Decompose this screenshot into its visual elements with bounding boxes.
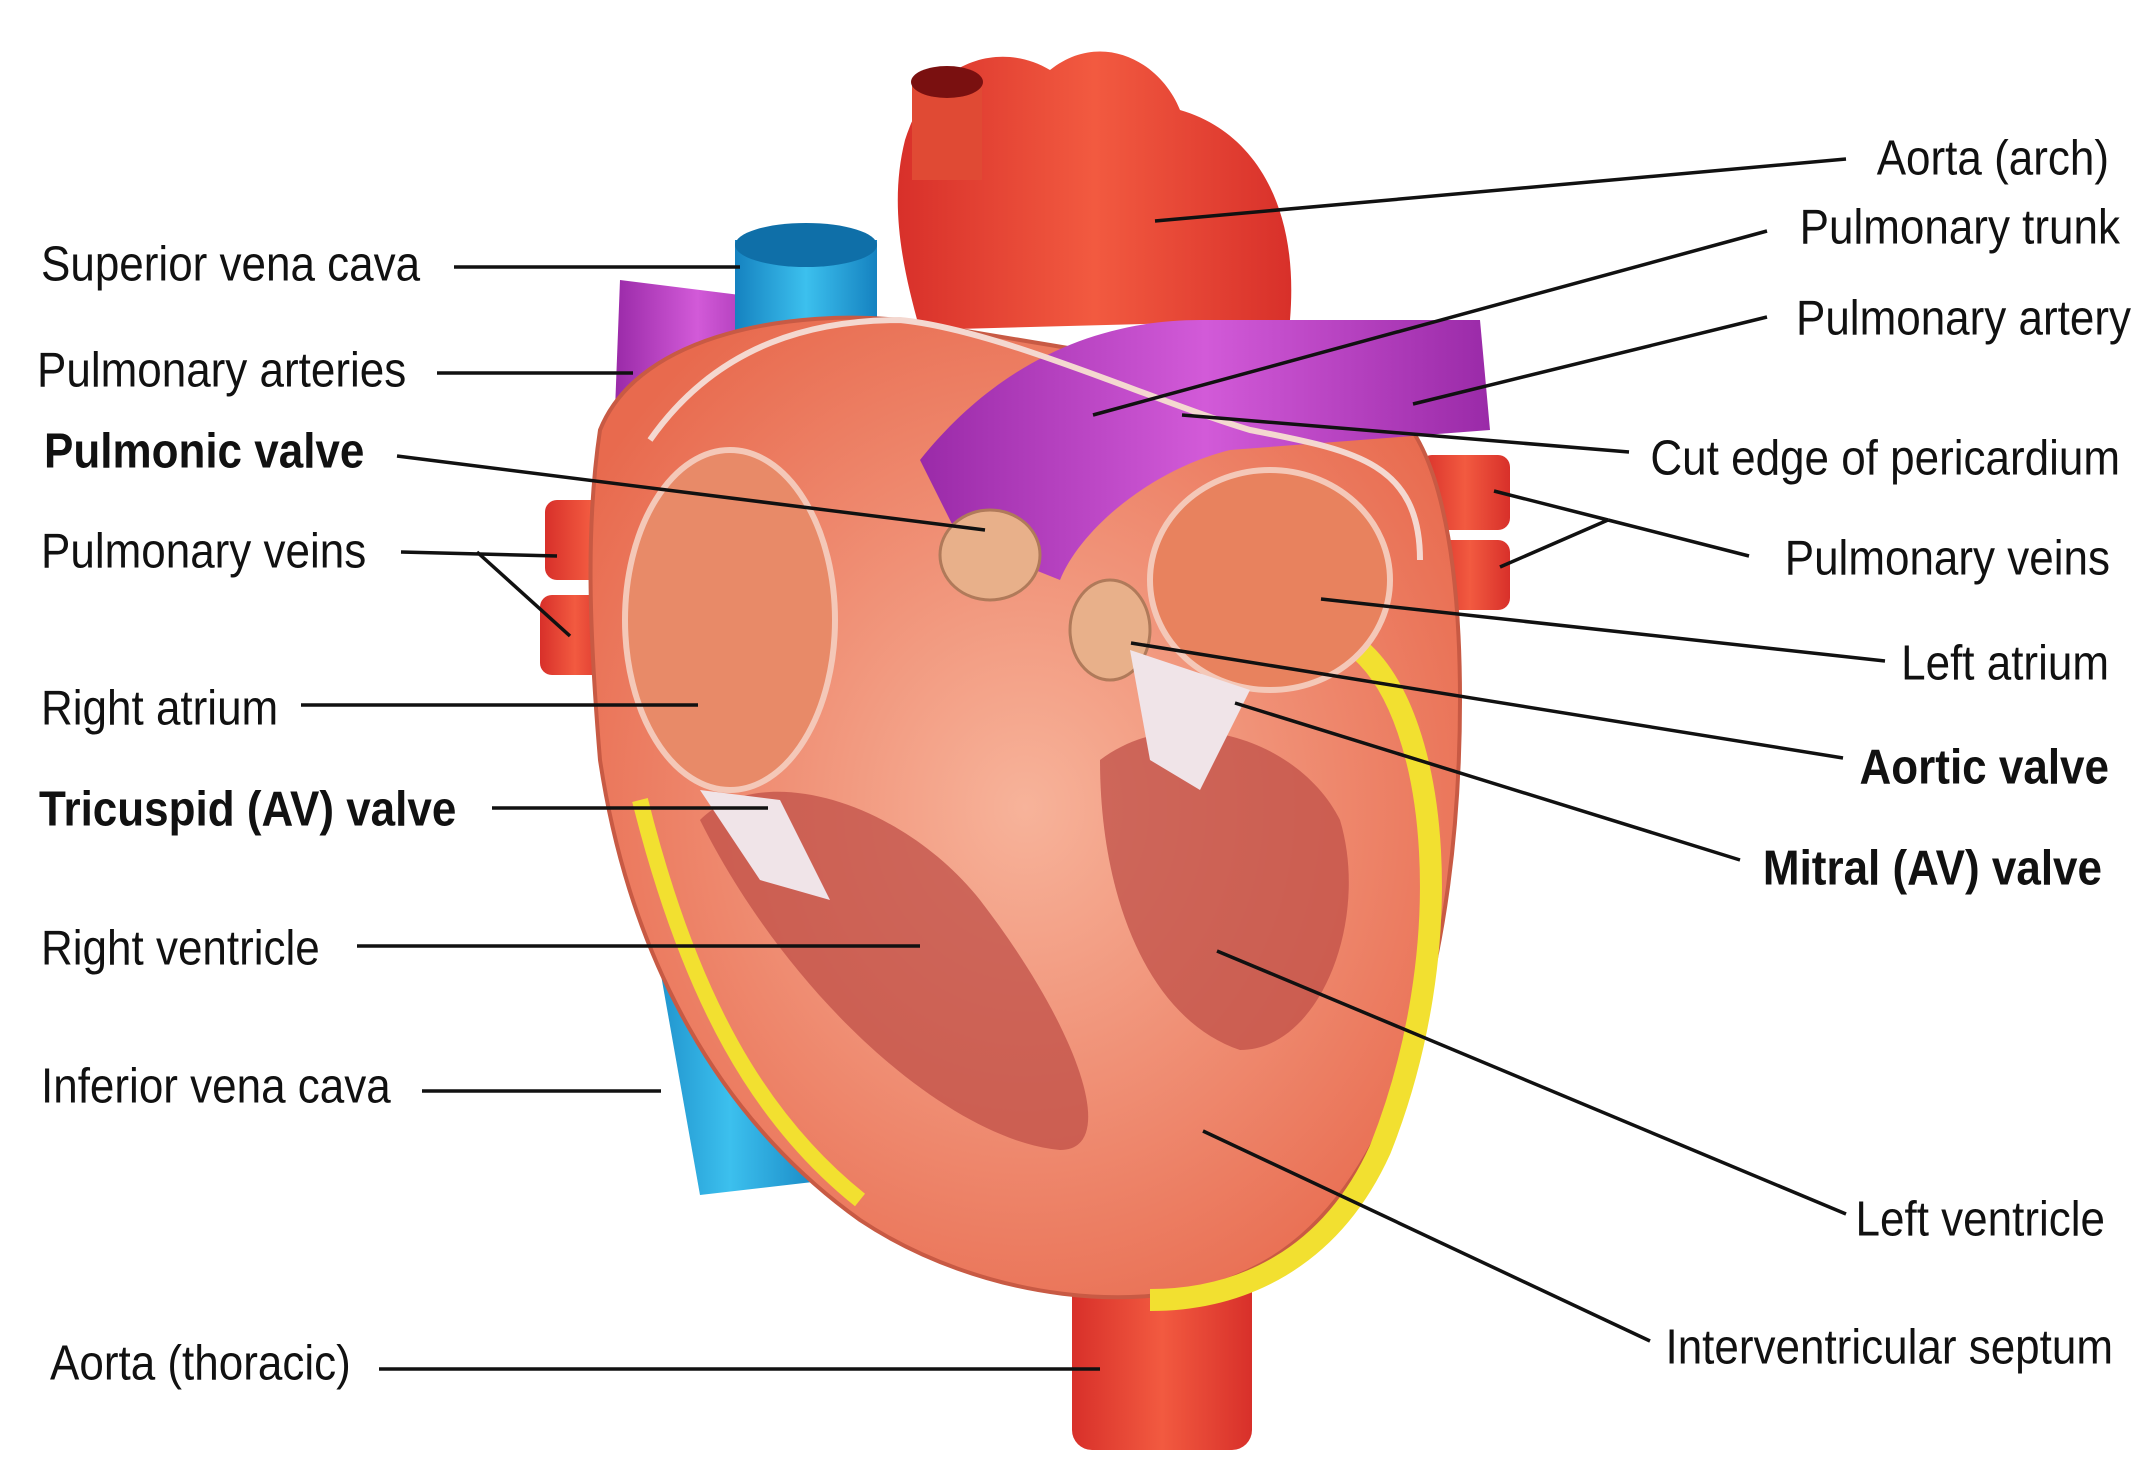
aortic-valve	[1068, 578, 1152, 682]
pericardium-edge	[647, 316, 1423, 561]
label-pulmonary-artery: Pulmonary artery	[1795, 291, 2131, 346]
label-superior-vena-cava: Superior vena cava	[41, 237, 421, 292]
leader-lines	[301, 157, 1886, 1371]
label-mitral-valve: Mitral (AV) valve	[1762, 841, 2102, 896]
label-interventricular-septum: Interventricular septum	[1665, 1320, 2113, 1375]
label-pulmonic-valve: Pulmonic valve	[44, 424, 365, 479]
aortic-arch	[897, 51, 1292, 331]
tricuspid-valve	[700, 790, 830, 900]
label-inferior-vena-cava: Inferior vena cava	[41, 1059, 391, 1114]
epicardial-fat	[1149, 641, 1442, 1311]
pulmonary-trunk	[920, 320, 1490, 580]
right-atrium	[622, 447, 838, 793]
label-pulmonary-veins-left: Pulmonary veins	[41, 524, 367, 579]
label-aorta-thoracic: Aorta (thoracic)	[50, 1336, 351, 1391]
left-atrium	[1147, 467, 1393, 693]
pulmonic-valve	[938, 508, 1042, 602]
label-left-ventricle: Left ventricle	[1855, 1192, 2105, 1247]
aorta-thoracic	[1072, 1270, 1252, 1450]
left-ventricle	[1100, 731, 1349, 1050]
label-right-ventricle: Right ventricle	[41, 921, 320, 976]
label-cut-edge-pericardium: Cut edge of pericardium	[1650, 431, 2120, 486]
label-aortic-valve: Aortic valve	[1859, 740, 2109, 795]
label-aorta-arch: Aorta (arch)	[1876, 131, 2109, 186]
label-pulmonary-trunk: Pulmonary trunk	[1799, 200, 2120, 255]
label-right-atrium: Right atrium	[41, 681, 279, 736]
label-pulmonary-veins-right: Pulmonary veins	[1784, 531, 2110, 586]
label-left-atrium: Left atrium	[1901, 636, 2109, 691]
label-tricuspid-valve: Tricuspid (AV) valve	[39, 782, 457, 837]
label-pulmonary-arteries: Pulmonary arteries	[37, 343, 407, 398]
mitral-valve	[1130, 650, 1250, 790]
